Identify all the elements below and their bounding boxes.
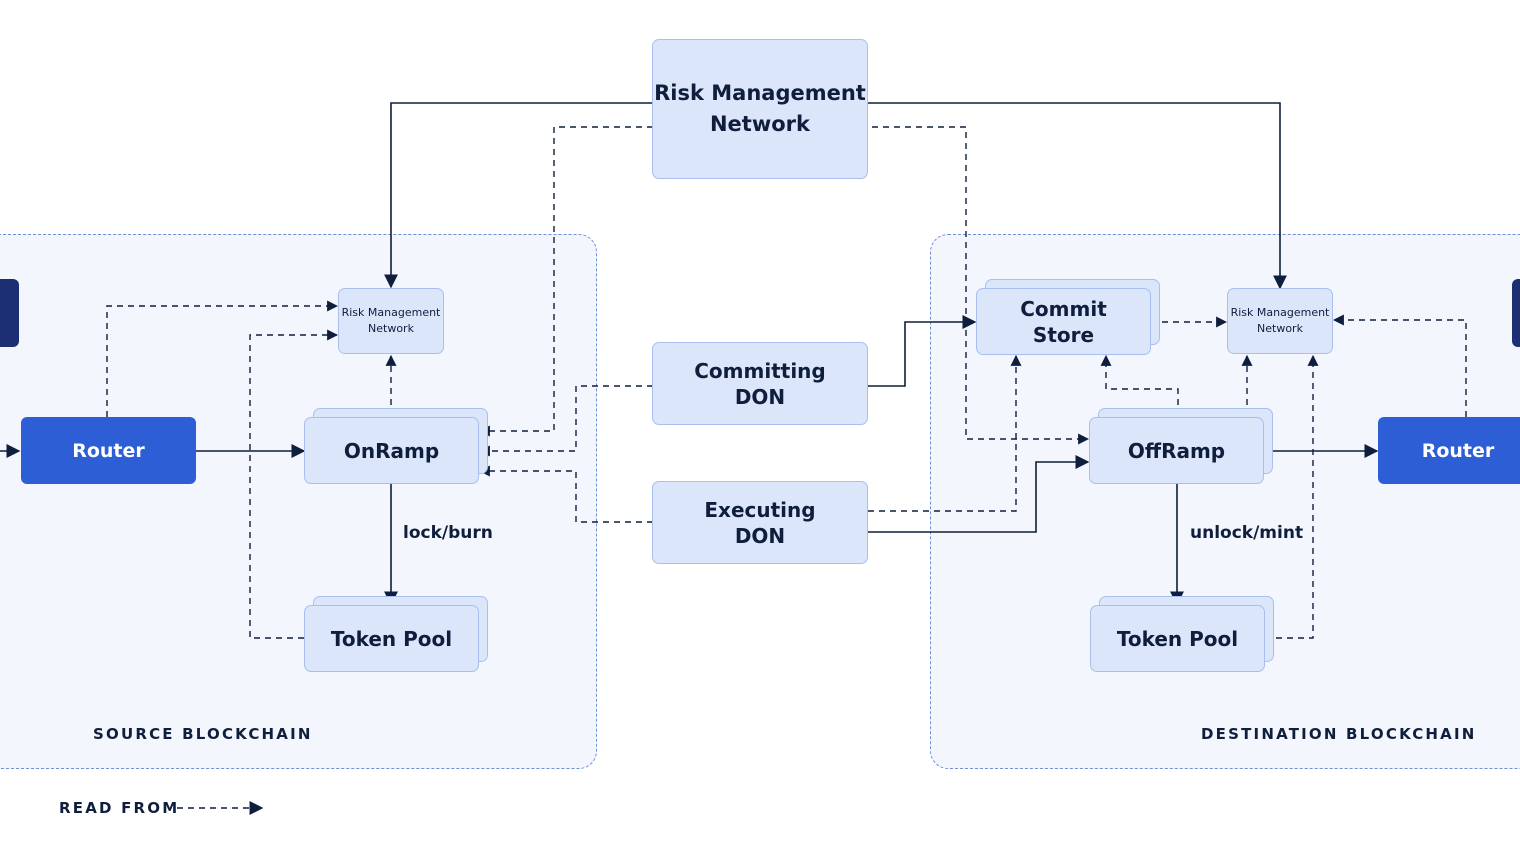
source-onramp-label: OnRamp [343, 438, 440, 463]
source-offscreen-node [0, 279, 19, 347]
unlock-mint-label: unlock/mint [1190, 523, 1304, 543]
read-committing-to-onramp [478, 385, 653, 457]
source-token-pool-node: Token Pool [304, 605, 479, 672]
read-tokenpool-to-rmn-dest [1265, 354, 1319, 639]
executing-don-node: Executing DON [652, 481, 868, 564]
edge-rmn-to-source-rmn [384, 102, 653, 289]
destination-router-node: Router [1378, 417, 1520, 484]
legend-read-from-label: READ FROM [59, 799, 180, 817]
commit-store-label: Commit Store [1020, 296, 1107, 347]
destination-token-pool-label: Token Pool [1116, 626, 1239, 651]
executing-don-label: Executing DON [704, 497, 816, 548]
edge-executing-to-offramp [868, 455, 1090, 533]
committing-don-node: Committing DON [652, 342, 868, 425]
destination-rmn-label: Risk Management Network [1230, 306, 1330, 335]
offramp-node: OffRamp [1089, 417, 1264, 484]
committing-don-label: Committing DON [694, 358, 826, 409]
risk-management-network-node: Risk Management Network [652, 39, 868, 179]
lock-burn-label: lock/burn [403, 523, 493, 543]
read-rmn-to-offramp [872, 126, 1090, 445]
edge-rmn-to-dest-rmn [868, 102, 1287, 290]
read-router-to-rmn-dest [1332, 314, 1467, 417]
read-executing-to-onramp [478, 465, 653, 523]
edge-committing-to-commitstore [868, 315, 977, 387]
destination-token-pool-node: Token Pool [1090, 605, 1265, 672]
read-offramp-to-commitstore [1100, 354, 1179, 416]
read-rmn-to-onramp [478, 126, 653, 437]
source-router-node: Router [21, 417, 196, 484]
risk-management-network-label: Risk Management Network [654, 80, 866, 137]
destination-offscreen-node [1512, 279, 1520, 347]
source-router-label: Router [72, 439, 145, 462]
source-onramp-node: OnRamp [304, 417, 479, 484]
offramp-label: OffRamp [1127, 438, 1226, 463]
read-router-to-rmn [106, 300, 339, 417]
source-rmn-label: Risk Management Network [341, 306, 441, 335]
source-blockchain-region [0, 234, 597, 769]
destination-rmn-node: Risk Management Network [1227, 288, 1333, 354]
source-token-pool-label: Token Pool [330, 626, 453, 651]
read-executing-to-commitstore [868, 354, 1022, 512]
commit-store-node: Commit Store [976, 288, 1151, 355]
destination-router-label: Router [1421, 439, 1495, 462]
destination-blockchain-label: DESTINATION BLOCKCHAIN [1201, 725, 1477, 743]
source-blockchain-label: SOURCE BLOCKCHAIN [93, 725, 313, 743]
read-tokenpool-to-rmn [249, 329, 339, 639]
source-rmn-node: Risk Management Network [338, 288, 444, 354]
